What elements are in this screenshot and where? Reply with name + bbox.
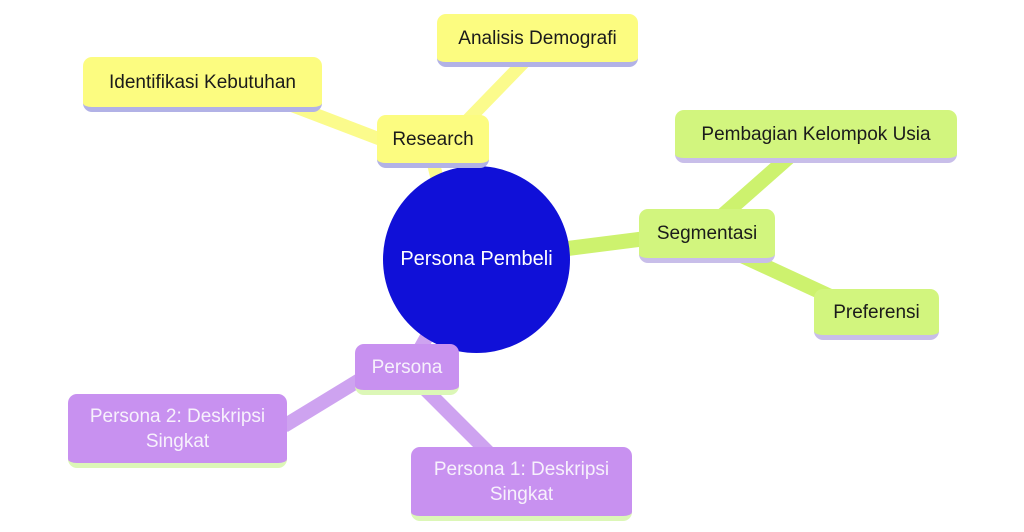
node-label: Analisis Demografi (458, 27, 617, 49)
node-preferensi: Preferensi (814, 289, 939, 340)
node-label: Segmentasi (656, 223, 758, 244)
edge-persona-persona1 (417, 381, 499, 463)
root-node-label: Persona Pembeli (400, 248, 553, 270)
node-label: Persona (371, 356, 443, 378)
edge-segmentasi-pembagian (717, 150, 795, 222)
edge-persona-persona2 (280, 370, 370, 432)
edge-root-segmentasi (555, 230, 651, 258)
node-segmentasi: Segmentasi (639, 209, 775, 263)
node-label: Persona 1: Deskripsi Singkat (433, 458, 610, 505)
node-analisis-demografi: Analisis Demografi (437, 14, 638, 67)
node-identifikasi-kebutuhan: Identifikasi Kebutuhan (83, 57, 322, 112)
node-pembagian-kelompok-usia: Pembagian Kelompok Usia (675, 110, 957, 163)
node-label: Pembagian Kelompok Usia (701, 123, 931, 145)
node-persona: Persona (355, 344, 459, 395)
mindmap-root-node: Persona Pembeli (383, 166, 570, 353)
node-research: Research (377, 115, 489, 168)
node-label: Research (392, 128, 474, 150)
node-label: Identifikasi Kebutuhan (109, 71, 296, 93)
node-label: Preferensi (833, 301, 920, 323)
node-persona-2: Persona 2: Deskripsi Singkat (68, 394, 287, 468)
node-label: Persona 2: Deskripsi Singkat (89, 405, 266, 452)
node-persona-1: Persona 1: Deskripsi Singkat (411, 447, 632, 521)
